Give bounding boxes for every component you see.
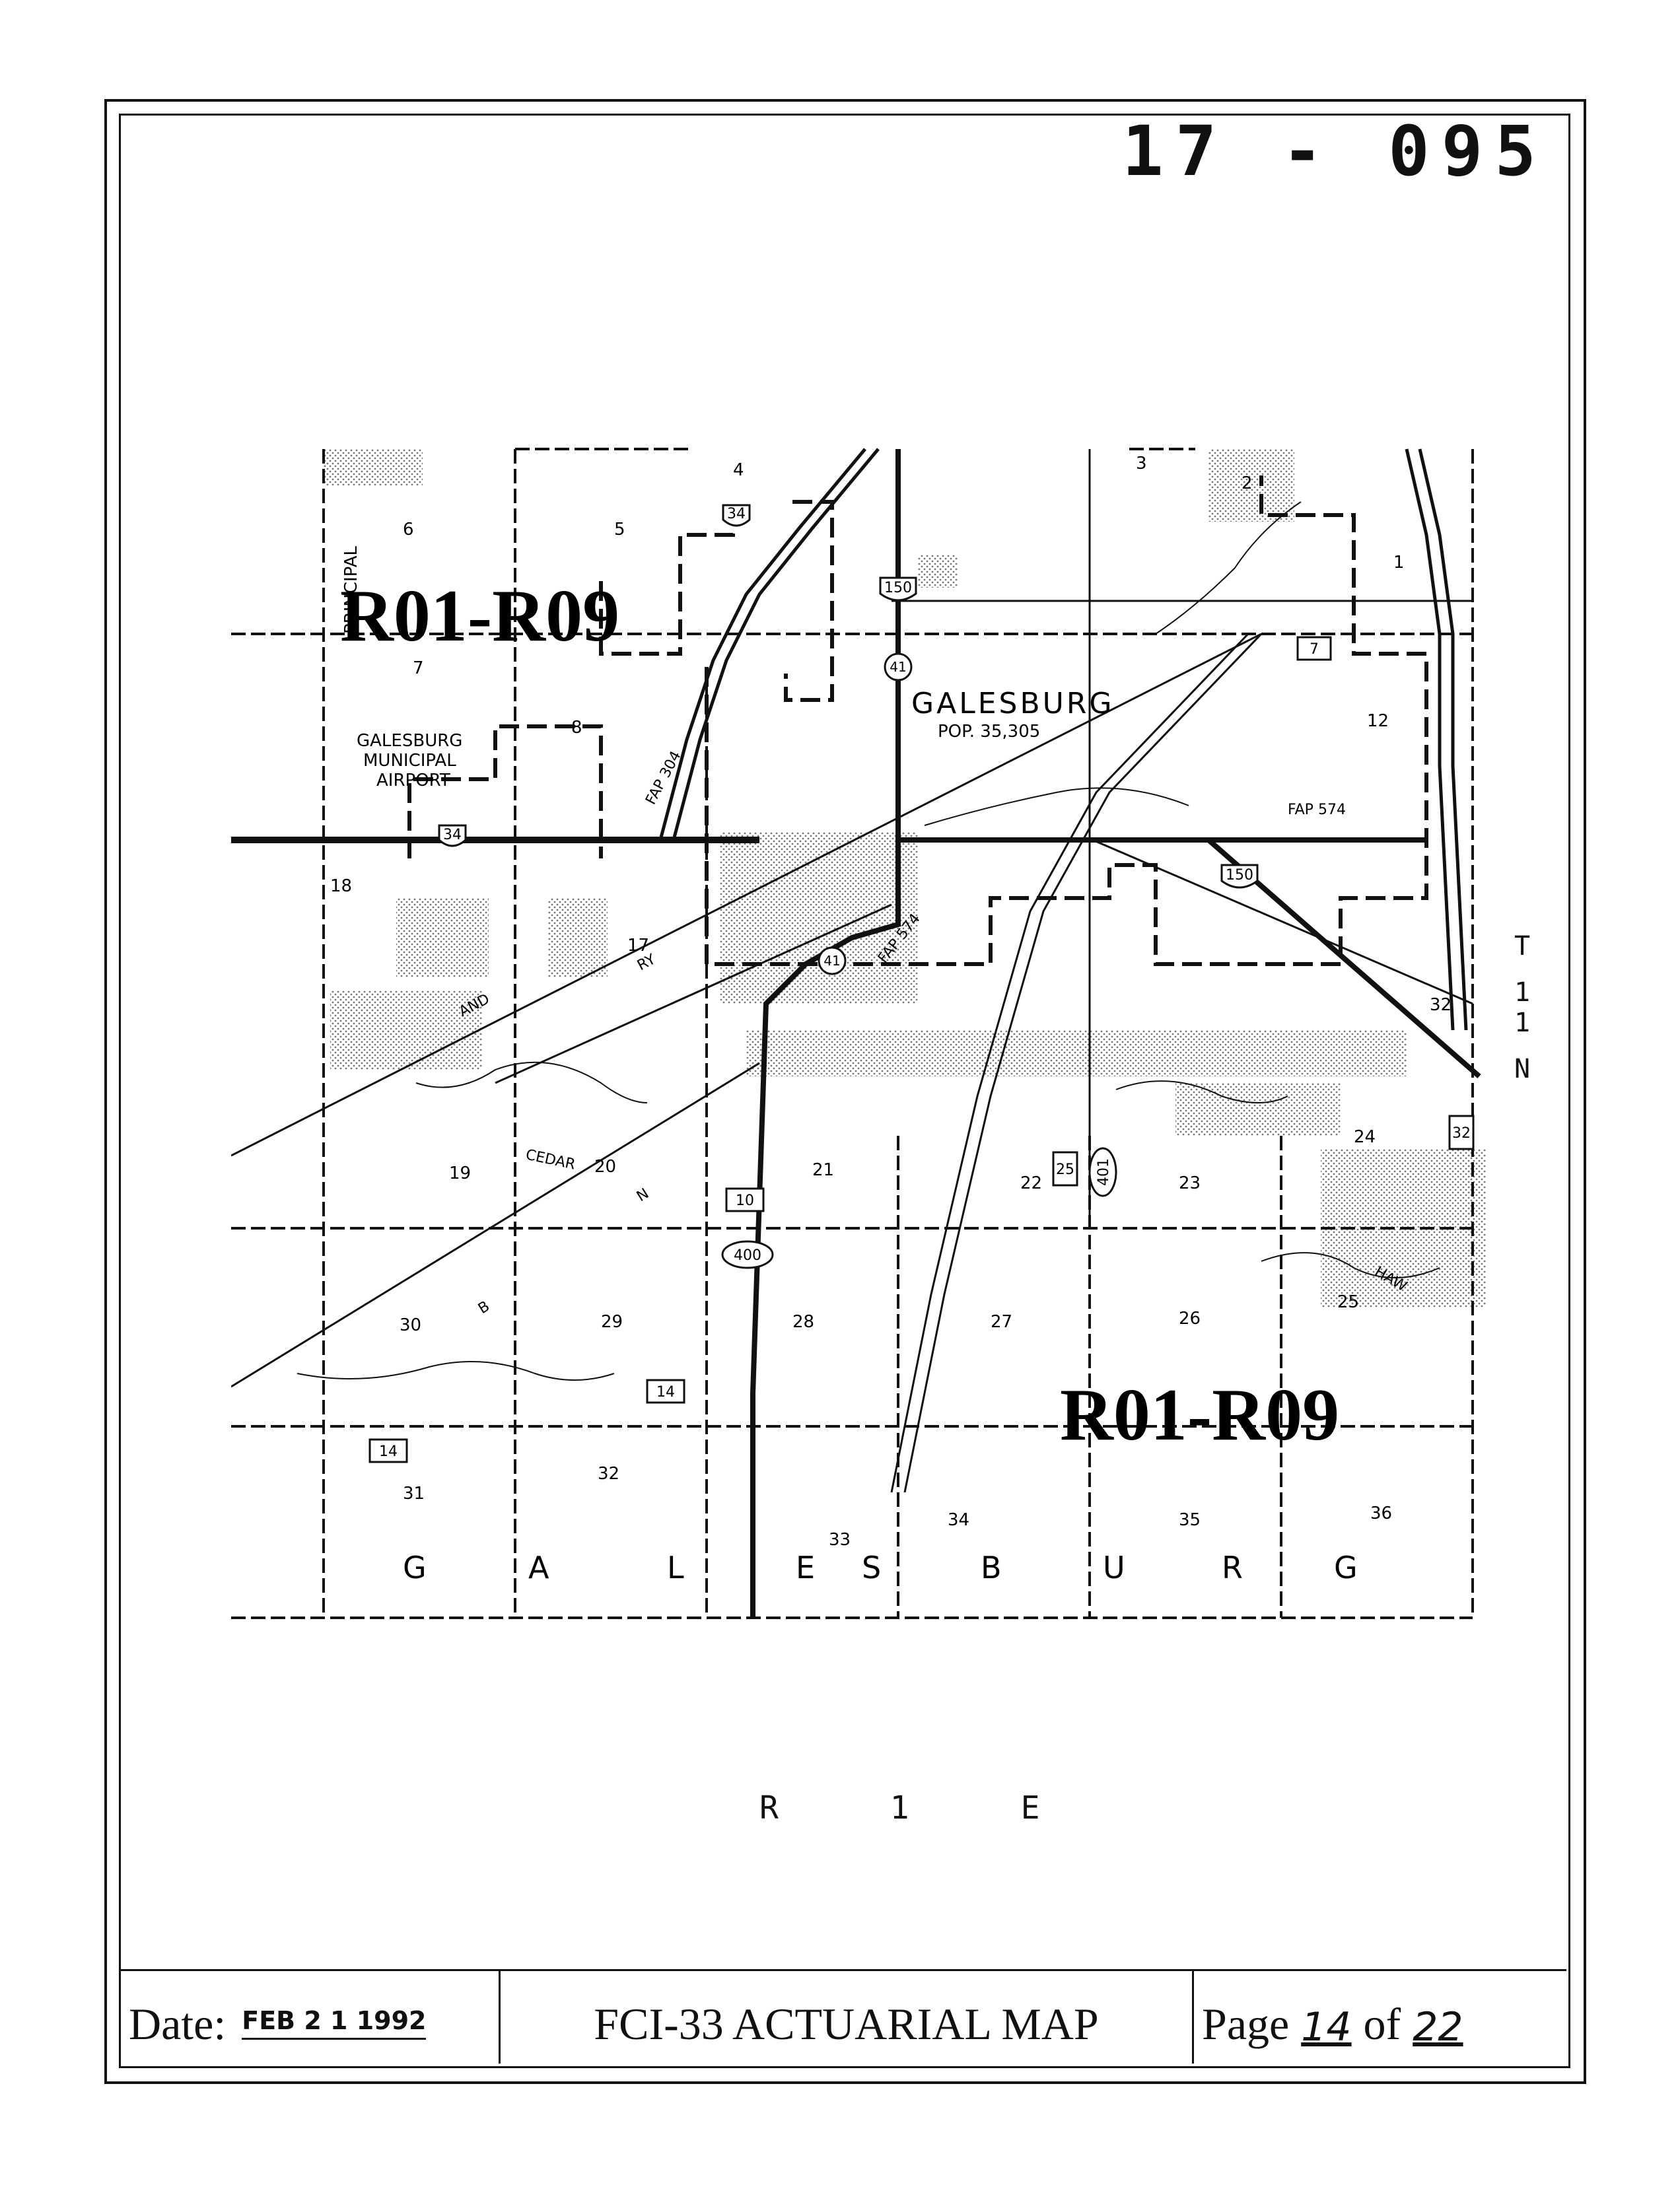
state-box-number: 7	[1310, 641, 1319, 658]
road-label: FAP 574	[1288, 802, 1346, 818]
oval-route-number: 400	[734, 1247, 761, 1264]
oval-shields: 400 401	[721, 1147, 1117, 1269]
township-letter-t: T	[1514, 931, 1551, 961]
state-box-number: 14	[379, 1443, 398, 1460]
city-population: POP. 35,305	[938, 722, 1040, 742]
section-number: 4	[733, 460, 744, 480]
section-number: 28	[792, 1312, 814, 1332]
section-number: 31	[403, 1484, 425, 1504]
section-number: 7	[413, 658, 424, 678]
section-number: 8	[571, 718, 582, 738]
section-grid	[231, 448, 1474, 1619]
date-label: Date:	[129, 1999, 227, 2049]
section-number: 17	[627, 936, 649, 956]
airport-label-1: GALESBURG	[357, 731, 462, 751]
section-number: 19	[449, 1164, 471, 1183]
airport-label-2: MUNICIPAL	[363, 751, 456, 771]
map-number: 17 - 095	[1122, 111, 1548, 191]
zone-label-1: R01-R09	[340, 575, 619, 657]
state-route-boxes: 7 10 14 14 25 32	[368, 636, 1475, 1463]
city-limits	[407, 475, 1428, 966]
section-number: 12	[1367, 711, 1389, 731]
section-number: 22	[1020, 1173, 1042, 1193]
actuarial-map: R01-R09 R01-R09 GALESBURG POP. 35,305 GA…	[231, 448, 1486, 1619]
state-box-number: 14	[656, 1384, 675, 1401]
us-route-number: 34	[443, 827, 462, 843]
township-letter: U	[1103, 1550, 1125, 1585]
page-of: of	[1363, 1999, 1401, 2049]
township-letters: G A L E S B U R G	[403, 1550, 1358, 1585]
township-number: 1 1	[1514, 977, 1551, 1038]
rail-label: B	[475, 1298, 493, 1317]
section-number: 24	[1354, 1127, 1376, 1147]
section-number: 36	[1370, 1504, 1392, 1523]
title-cell: FCI-33 ACTUARIAL MAP	[501, 1971, 1194, 2064]
principal-label: PRINCIPAL	[341, 546, 361, 634]
township-letter: R	[1222, 1550, 1243, 1585]
us-route-number: 150	[884, 580, 912, 596]
section-number: 23	[1179, 1173, 1201, 1193]
outer-border	[104, 99, 1586, 2084]
state-box-number: 32	[1452, 1125, 1471, 1142]
section-number: 29	[601, 1312, 623, 1332]
inner-border	[119, 114, 1570, 2068]
section-number: 3	[1136, 454, 1147, 473]
urban-shading	[324, 449, 1486, 1307]
rail-label: N	[634, 1185, 652, 1205]
section-number: 27	[991, 1312, 1012, 1332]
state-box-number: 10	[736, 1193, 754, 1209]
zone-label-2: R01-R09	[1060, 1374, 1339, 1456]
section-number: 32	[1430, 995, 1452, 1015]
section-number: 35	[1179, 1510, 1201, 1530]
oval-route-number: 401	[1096, 1158, 1112, 1186]
page-prefix: Page	[1202, 1999, 1290, 2049]
township-letter: S	[862, 1550, 881, 1585]
township-label: T 1 1 N	[1506, 931, 1558, 1084]
section-number: 5	[614, 520, 625, 539]
section-number: 18	[330, 876, 352, 896]
us-route-number: 34	[727, 506, 746, 522]
city-name: GALESBURG	[911, 687, 1115, 720]
section-number: 26	[1179, 1309, 1201, 1329]
date-stamp: FEB 2 1 1992	[242, 2006, 427, 2040]
us-route-number: 150	[1226, 867, 1253, 884]
state-box-number: 25	[1056, 1162, 1074, 1178]
township-letter: B	[981, 1550, 1002, 1585]
railroads	[231, 449, 1473, 1493]
creeks	[297, 501, 1440, 1381]
section-number: 34	[948, 1510, 969, 1530]
township-letter: E	[796, 1550, 815, 1585]
section-number: 32	[598, 1464, 619, 1484]
state-route-number: 41	[890, 659, 906, 675]
township-letter: A	[528, 1550, 549, 1585]
map-title: FCI-33 ACTUARIAL MAP	[594, 1999, 1099, 2049]
township-letter: G	[403, 1550, 427, 1585]
township-letter-n: N	[1514, 1054, 1551, 1084]
section-number: 1	[1393, 553, 1405, 573]
section-number: 33	[829, 1530, 851, 1550]
major-highways	[231, 448, 1481, 1618]
state-route-number: 41	[823, 953, 840, 969]
airport-label-3: AIRPORT	[376, 771, 450, 790]
section-number: 2	[1242, 473, 1253, 493]
township-letter: G	[1334, 1550, 1358, 1585]
township-letter: L	[667, 1550, 684, 1585]
range-label: R 1 E	[759, 1789, 1086, 1826]
creek-label: CEDAR	[524, 1146, 577, 1173]
state-route-circles: 41 41	[818, 652, 913, 975]
section-numbers: 1 2 3 4 5 6 7 8 12 17 18 19 20 21 22 23 …	[330, 454, 1452, 1550]
page-current: 14	[1301, 2004, 1352, 2050]
section-number: 21	[812, 1160, 834, 1180]
us-route-shields: 34 34 150 150	[438, 504, 1259, 889]
page-cell: Page 14 of 22	[1194, 1971, 1566, 2064]
section-number: 25	[1337, 1292, 1359, 1312]
footer: Date: FEB 2 1 1992 FCI-33 ACTUARIAL MAP …	[121, 1969, 1566, 2064]
date-cell: Date: FEB 2 1 1992	[121, 1971, 501, 2064]
page-total: 22	[1413, 2004, 1463, 2050]
section-number: 6	[403, 520, 414, 539]
section-number: 30	[400, 1315, 421, 1335]
section-number: 20	[594, 1157, 616, 1177]
